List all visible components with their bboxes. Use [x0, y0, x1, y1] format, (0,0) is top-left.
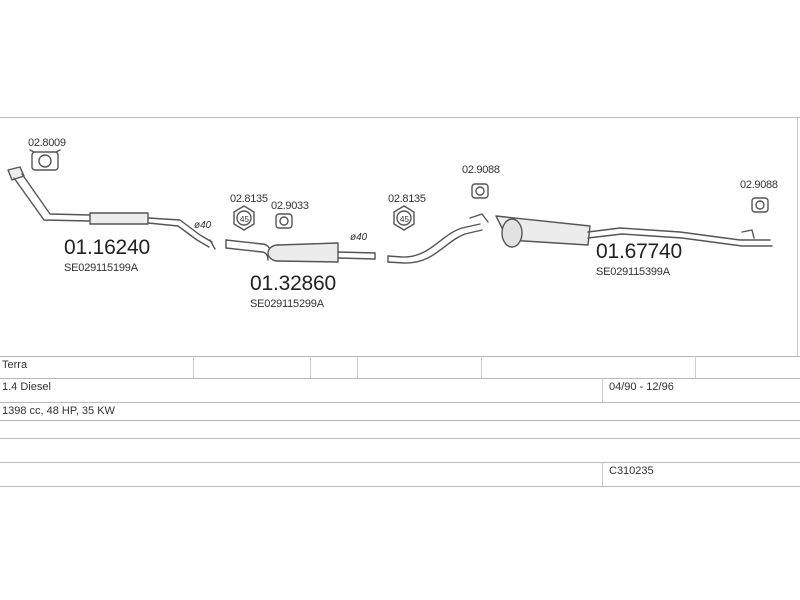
- rear-muffler-drawing: [387, 213, 773, 264]
- accessory-code-hanger-2: 02.9088: [462, 164, 500, 176]
- vehicle-engine: 1.4 Diesel: [2, 381, 51, 393]
- accessory-code-hanger-3: 02.9088: [740, 179, 778, 191]
- vehicle-model: Terra: [2, 359, 28, 371]
- table-col-divider-3: [357, 356, 358, 378]
- table-line-4: [0, 420, 800, 421]
- joint-diameter-1: ø40: [194, 220, 212, 231]
- table-col-divider-2: [310, 356, 311, 378]
- center-muffler-part-number: 01.32860: [250, 272, 336, 295]
- table-col-divider-4: [481, 356, 482, 378]
- front-pipe-drawing: [7, 166, 216, 250]
- accessory-code-gasket-2: 02.8135: [388, 193, 426, 205]
- hanger-icon-2: [471, 183, 489, 199]
- front-pipe-part-number: 01.16240: [64, 236, 150, 259]
- front-pipe-oe-number: SE029115199A: [64, 262, 138, 274]
- gasket-icon-1: [233, 205, 255, 231]
- table-col-divider-6: [602, 378, 603, 402]
- table-line-1: [0, 356, 800, 357]
- center-muffler-oe-number: SE029115299A: [250, 298, 324, 310]
- center-muffler-drawing: [225, 239, 376, 263]
- exhaust-system-diagram: 45 45: [7, 149, 773, 264]
- accessory-code-hanger-1: 02.9033: [271, 200, 309, 212]
- table-col-divider-5: [695, 356, 696, 378]
- clamp-front-icon: [29, 149, 61, 171]
- table-line-2: [0, 378, 800, 379]
- rear-muffler-part-number: 01.67740: [596, 240, 682, 263]
- accessory-code-gasket-1: 02.8135: [230, 193, 268, 205]
- joint-diameter-2: ø40: [350, 232, 368, 243]
- vehicle-years: 04/90 - 12/96: [609, 381, 674, 393]
- gasket-icon-2: [393, 205, 415, 231]
- catalog-code: C310235: [609, 465, 654, 477]
- table-line-5: [0, 438, 800, 439]
- vehicle-specs: 1398 cc, 48 HP, 35 KW: [2, 405, 115, 417]
- table-line-7: [0, 486, 800, 487]
- rear-muffler-oe-number: SE029115399A: [596, 266, 670, 278]
- diagram-top-border: [0, 117, 800, 118]
- gasket-glyph-1: 45: [240, 215, 249, 224]
- hanger-icon-3: [751, 197, 769, 213]
- table-col-divider-1: [193, 356, 194, 378]
- diagram-right-border: [797, 117, 798, 356]
- accessory-code-clamp-front: 02.8009: [28, 137, 66, 149]
- table-line-3: [0, 402, 800, 403]
- table-line-6: [0, 462, 800, 463]
- gasket-glyph-2: 45: [400, 215, 409, 224]
- table-col-divider-7: [602, 462, 603, 486]
- hanger-icon-1: [275, 213, 293, 229]
